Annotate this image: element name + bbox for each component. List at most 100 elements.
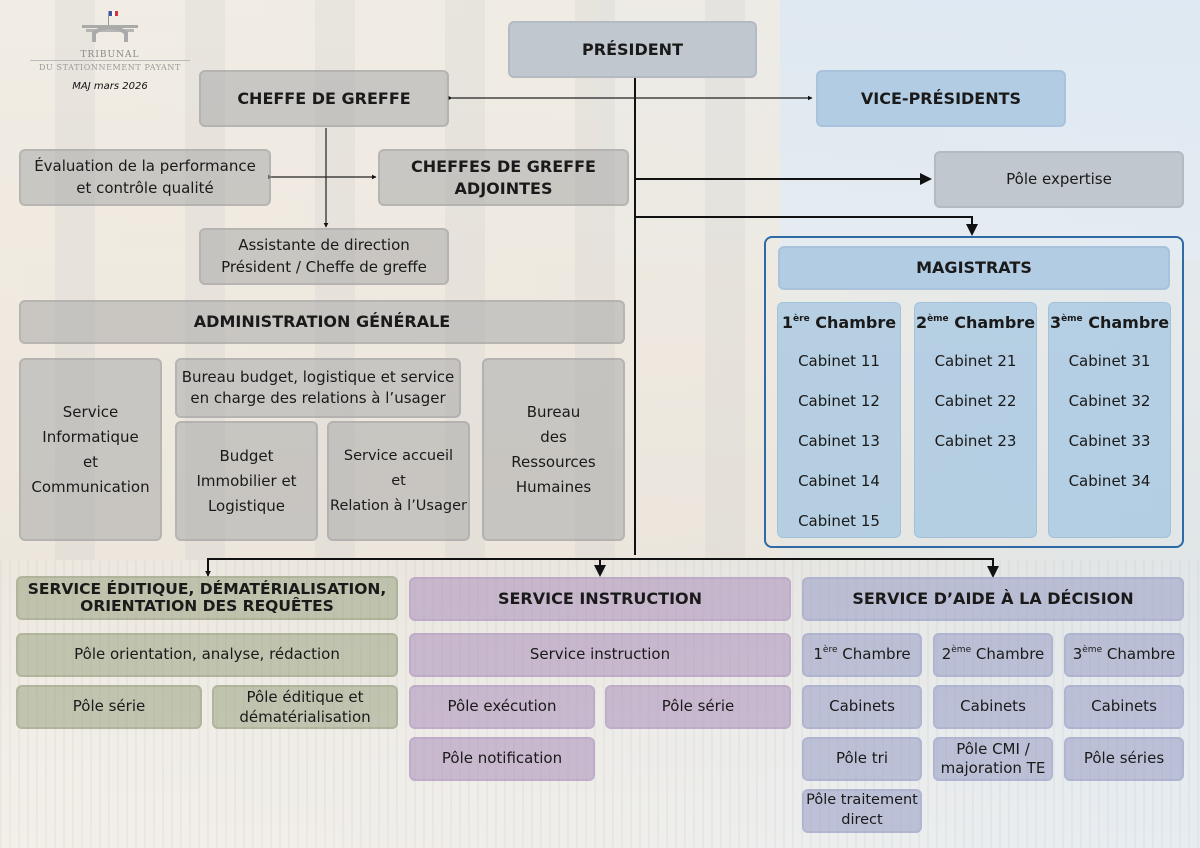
cabinet-item: Cabinet 14 xyxy=(798,472,880,490)
pole-execution-box: Pôle exécution xyxy=(409,685,595,729)
pole-series-box: Pôle séries xyxy=(1064,737,1184,781)
pole-execution-label: Pôle exécution xyxy=(447,697,557,716)
budget-immo-line: Immobilier et xyxy=(196,471,297,490)
editique-title-line2: ORIENTATION DES REQUÊTES xyxy=(80,597,334,615)
aide-chamber-2-box: 2ème Chambre xyxy=(933,633,1053,677)
cabinet-item: Cabinet 13 xyxy=(798,432,880,450)
cheffes-adjointes-line2: ADJOINTES xyxy=(454,178,553,198)
magistrats-chamber-1: 1ère Chambre Cabinet 11 Cabinet 12 Cabin… xyxy=(777,302,901,538)
pole-editique-box: Pôle éditique et dématérialisation xyxy=(212,685,398,729)
pole-notification-box: Pôle notification xyxy=(409,737,595,781)
pole-cmi-line1: Pôle CMI / xyxy=(956,739,1030,758)
aide-cabinets-1-box: Cabinets xyxy=(802,685,922,729)
evaluation-box: Évaluation de la performance et contrôle… xyxy=(19,149,271,206)
pole-tri-box: Pôle tri xyxy=(802,737,922,781)
aide-cabinets-2-box: Cabinets xyxy=(933,685,1053,729)
pole-orientation-label: Pôle orientation, analyse, rédaction xyxy=(74,645,340,664)
budget-immo-box: Budget Immobilier et Logistique xyxy=(175,421,318,541)
editique-pole-serie-box: Pôle série xyxy=(16,685,202,729)
accueil-box: Service accueil et Relation à l’Usager xyxy=(327,421,470,541)
pole-traitement-box: Pôle traitement direct xyxy=(802,789,922,833)
magistrats-title: MAGISTRATS xyxy=(916,258,1032,278)
pole-editique-line2: dématérialisation xyxy=(239,708,371,726)
sic-line: et xyxy=(82,452,99,471)
aide-cabinets-3-box: Cabinets xyxy=(1064,685,1184,729)
aide-chamber-label: 1ère Chambre xyxy=(813,645,911,664)
cabinet-item: Cabinet 22 xyxy=(934,392,1017,410)
brh-line: des xyxy=(540,427,567,446)
cabinet-item: Cabinet 11 xyxy=(798,352,880,370)
administration-title: ADMINISTRATION GÉNÉRALE xyxy=(193,312,451,332)
brh-line: Bureau xyxy=(526,402,581,421)
vice-presidents-box: VICE-PRÉSIDENTS xyxy=(816,70,1066,127)
aide-decision-title: SERVICE D’AIDE À LA DÉCISION xyxy=(852,589,1134,609)
pole-cmi-box: Pôle CMI / majoration TE xyxy=(933,737,1053,781)
chamber-title: 2ème Chambre xyxy=(915,313,1036,332)
vice-presidents-label: VICE-PRÉSIDENTS xyxy=(860,88,1022,108)
aide-cabinets-label: Cabinets xyxy=(1091,697,1157,716)
instruction-title-box: SERVICE INSTRUCTION xyxy=(409,577,791,621)
magistrats-arrow xyxy=(635,216,978,236)
cabinet-item: Cabinet 21 xyxy=(934,352,1017,370)
cabinet-item: Cabinet 15 xyxy=(798,512,880,530)
pole-tri-label: Pôle tri xyxy=(835,749,889,768)
assistante-line1: Assistante de direction xyxy=(238,235,410,254)
cheffes-adjointes-box: CHEFFES DE GREFFE ADJOINTES xyxy=(378,149,629,206)
magistrats-title-box: MAGISTRATS xyxy=(778,246,1170,290)
magistrats-chamber-2: 2ème Chambre Cabinet 21 Cabinet 22 Cabin… xyxy=(914,302,1037,538)
bureau-budget-box: Bureau budget, logistique et service en … xyxy=(175,358,461,418)
instruction-pole-serie-box: Pôle série xyxy=(605,685,791,729)
pole-expertise-box: Pôle expertise xyxy=(934,151,1184,208)
services-bus-line xyxy=(207,558,994,575)
aide-decision-title-box: SERVICE D’AIDE À LA DÉCISION xyxy=(802,577,1184,621)
update-date: MAJ mars 2026 xyxy=(72,81,148,92)
cheffes-adjointes-line1: CHEFFES DE GREFFE xyxy=(411,156,596,176)
magistrats-chamber-3: 3ème Chambre Cabinet 31 Cabinet 32 Cabin… xyxy=(1048,302,1171,538)
cabinet-item: Cabinet 23 xyxy=(934,432,1017,450)
aide-chamber-3-box: 3ème Chambre xyxy=(1064,633,1184,677)
chamber-title: 3ème Chambre xyxy=(1049,313,1170,332)
pole-orientation-box: Pôle orientation, analyse, rédaction xyxy=(16,633,398,677)
evaluation-line2: et contrôle qualité xyxy=(76,178,214,197)
pole-editique-line1: Pôle éditique et xyxy=(246,687,364,706)
pole-expertise-label: Pôle expertise xyxy=(1006,169,1112,188)
aide-chamber-label: 3ème Chambre xyxy=(1072,645,1176,664)
accueil-line: et xyxy=(391,472,406,489)
sic-line: Service xyxy=(62,402,119,421)
sic-line: Informatique xyxy=(42,427,139,446)
aide-cabinets-label: Cabinets xyxy=(829,697,895,716)
accueil-line: Service accueil xyxy=(343,447,454,464)
evaluation-line1: Évaluation de la performance xyxy=(34,156,256,175)
cabinet-item: Cabinet 32 xyxy=(1068,392,1151,410)
accueil-line: Relation à l’Usager xyxy=(330,497,467,514)
sic-line: Communication xyxy=(31,477,150,496)
assistante-line2: Président / Cheffe de greffe xyxy=(221,257,427,276)
president-box: PRÉSIDENT xyxy=(508,21,757,78)
cheffe-greffe-label: CHEFFE DE GREFFE xyxy=(237,88,411,108)
aide-chamber-1-box: 1ère Chambre xyxy=(802,633,922,677)
assistante-box: Assistante de direction Président / Chef… xyxy=(199,228,449,285)
brh-line: Ressources xyxy=(511,452,596,471)
editique-title-line1: SERVICE ÉDITIQUE, DÉMATÉRIALISATION, xyxy=(27,579,387,598)
magistrats-frame xyxy=(764,236,1184,548)
instruction-title: SERVICE INSTRUCTION xyxy=(497,589,703,609)
brh-box: Bureau des Ressources Humaines xyxy=(482,358,625,541)
bureau-budget-line: Bureau budget, logistique et service xyxy=(181,368,455,386)
cabinet-item: Cabinet 12 xyxy=(798,392,880,410)
aide-cabinets-label: Cabinets xyxy=(960,697,1026,716)
pole-traitement-line2: direct xyxy=(841,812,883,828)
pole-notification-label: Pôle notification xyxy=(441,749,563,768)
bureau-budget-line: en charge des relations à l’usager xyxy=(190,389,446,407)
logo-line1: TRIBUNAL xyxy=(80,50,140,60)
cheffe-greffe-box: CHEFFE DE GREFFE xyxy=(199,70,449,127)
logo-line2: DU STATIONNEMENT PAYANT xyxy=(30,60,190,72)
budget-immo-line: Budget xyxy=(219,446,274,465)
cabinet-item: Cabinet 33 xyxy=(1068,432,1151,450)
budget-immo-line: Logistique xyxy=(207,496,286,515)
brh-line: Humaines xyxy=(515,477,592,496)
editique-pole-serie-label: Pôle série xyxy=(72,697,146,716)
instruction-pole-serie-label: Pôle série xyxy=(661,697,735,716)
pole-cmi-line2: majoration TE xyxy=(940,759,1046,777)
aide-chamber-label: 2ème Chambre xyxy=(941,645,1045,664)
service-instruction-box: Service instruction xyxy=(409,633,791,677)
